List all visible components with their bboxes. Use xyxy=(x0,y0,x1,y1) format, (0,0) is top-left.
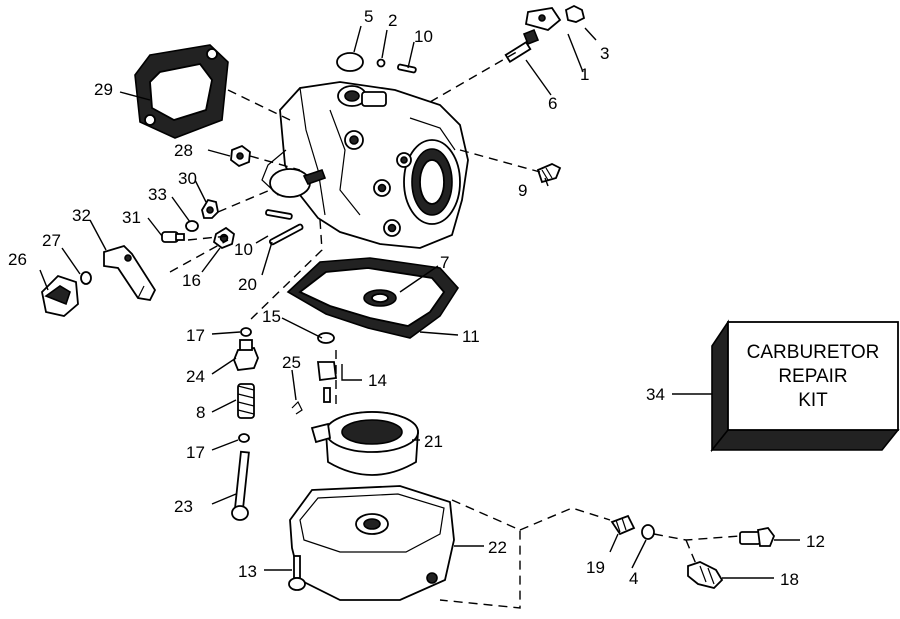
callout-26: 26 xyxy=(8,250,27,269)
screw-31 xyxy=(161,231,185,243)
callout-2: 2 xyxy=(388,11,397,30)
fitting-24 xyxy=(233,339,259,371)
carburetor-body xyxy=(261,81,469,249)
callout-31: 31 xyxy=(122,208,141,227)
float-bowl-22 xyxy=(289,485,455,601)
callout-30: 30 xyxy=(178,169,197,188)
plate-1 xyxy=(524,7,562,31)
fitting-18 xyxy=(687,561,724,589)
callout-32: 32 xyxy=(72,206,91,225)
repair-kit-box: CARBURETOR REPAIR KIT xyxy=(710,319,900,453)
callout-17-top: 17 xyxy=(186,326,205,345)
callout-9: 9 xyxy=(518,181,527,200)
callout-19: 19 xyxy=(586,558,605,577)
washer-17-top xyxy=(240,327,252,337)
shaft-20 xyxy=(268,223,304,246)
kit-label-line3: KIT xyxy=(798,390,828,411)
callout-24: 24 xyxy=(186,367,205,386)
spring-8 xyxy=(237,383,255,419)
seat-14 xyxy=(316,361,338,403)
callout-34: 34 xyxy=(646,385,665,404)
callout-numbers: 1 2 3 4 5 6 7 8 9 10 10 11 12 13 14 15 1… xyxy=(8,7,825,589)
callout-18: 18 xyxy=(780,570,799,589)
lever-32 xyxy=(103,244,157,301)
callout-3: 3 xyxy=(600,44,609,63)
callout-4: 4 xyxy=(629,569,638,588)
pin-10-top xyxy=(397,63,417,74)
callout-23: 23 xyxy=(174,497,193,516)
callout-33: 33 xyxy=(148,185,167,204)
lockwasher-30 xyxy=(201,198,219,219)
screw-6 xyxy=(504,28,540,63)
pin-10-lower xyxy=(265,209,293,220)
knob-26 xyxy=(41,274,79,317)
callout-27: 27 xyxy=(42,231,61,250)
screw-13 xyxy=(288,555,306,591)
callout-20: 20 xyxy=(238,275,257,294)
screw-3 xyxy=(564,4,586,23)
callout-15: 15 xyxy=(262,307,281,326)
callout-5: 5 xyxy=(364,7,373,26)
washer-4 xyxy=(641,524,655,540)
callout-14: 14 xyxy=(368,371,387,390)
float-21 xyxy=(310,411,419,476)
callout-10-top: 10 xyxy=(414,27,433,46)
nut-28 xyxy=(230,144,251,168)
nut-16 xyxy=(212,226,235,250)
callout-13: 13 xyxy=(238,562,257,581)
plug-5 xyxy=(336,52,364,72)
clip-25 xyxy=(291,400,303,415)
needle-23 xyxy=(231,450,250,521)
seal-15 xyxy=(317,332,335,344)
washer-33 xyxy=(185,220,199,232)
callout-16: 16 xyxy=(182,271,201,290)
callout-11: 11 xyxy=(462,327,480,346)
callout-7: 7 xyxy=(440,253,449,272)
washer-27 xyxy=(80,271,92,285)
callout-1: 1 xyxy=(580,65,589,84)
callout-28: 28 xyxy=(174,141,193,160)
gasket-11 xyxy=(286,257,460,339)
callout-10-lower: 10 xyxy=(234,240,253,259)
callout-12: 12 xyxy=(806,532,825,551)
fitting-9 xyxy=(536,163,562,184)
ball-2 xyxy=(376,58,386,68)
callout-22: 22 xyxy=(488,538,507,557)
leader-lines xyxy=(39,25,800,579)
callout-25: 25 xyxy=(282,353,301,372)
callout-21: 21 xyxy=(424,432,443,451)
callout-17-bottom: 17 xyxy=(186,443,205,462)
callout-29: 29 xyxy=(94,80,113,99)
screw-12 xyxy=(739,527,776,547)
kit-label-line1: CARBURETOR xyxy=(747,342,880,363)
washer-17-bottom xyxy=(238,433,250,443)
callout-6: 6 xyxy=(548,94,557,113)
screw-19 xyxy=(610,514,636,536)
kit-label-line2: REPAIR xyxy=(778,366,847,387)
callout-8: 8 xyxy=(196,403,205,422)
flange-gasket-29 xyxy=(134,44,229,139)
assembly-lines xyxy=(169,49,741,609)
